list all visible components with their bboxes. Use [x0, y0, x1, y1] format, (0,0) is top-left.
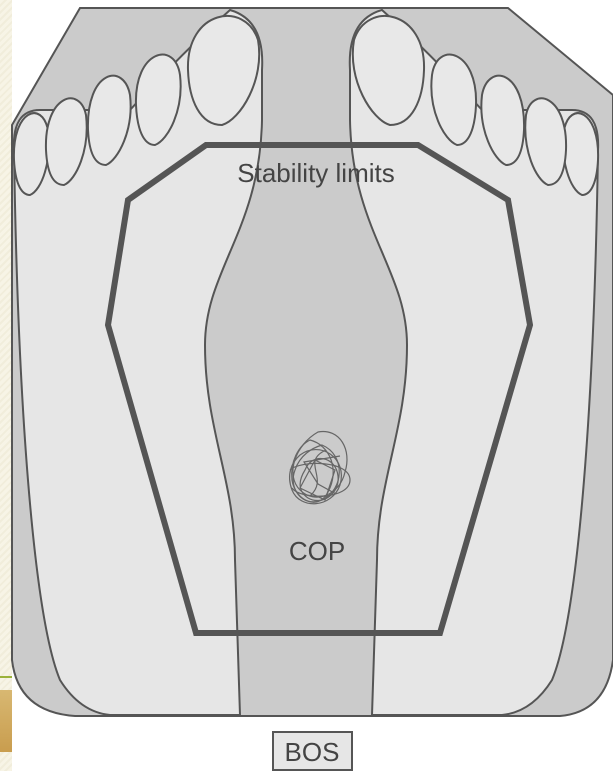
cop-label: COP — [289, 536, 345, 566]
bos-label: BOS — [285, 737, 340, 767]
stability-limits-label: Stability limits — [237, 158, 394, 188]
